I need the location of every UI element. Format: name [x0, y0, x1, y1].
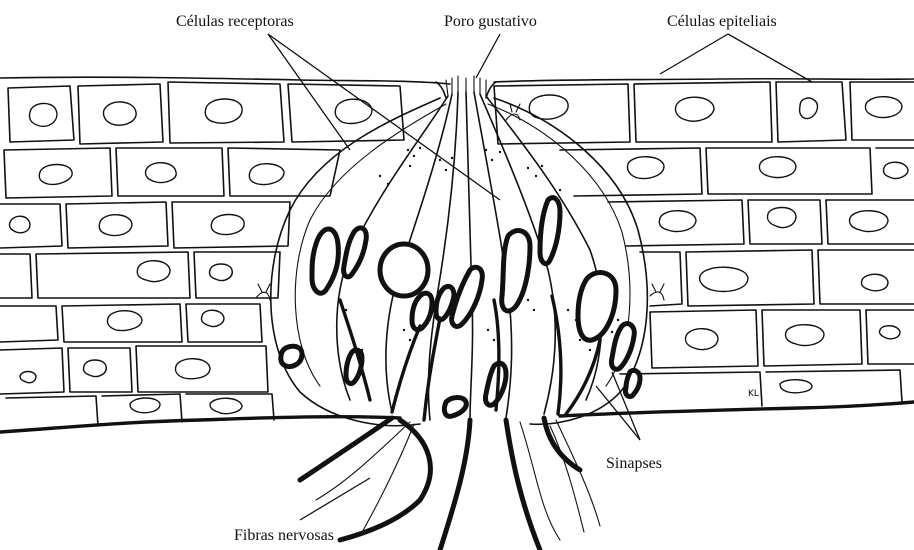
label-epithelial-cells: Células epiteliais: [667, 14, 777, 30]
label-taste-pore: Poro gustativo: [444, 14, 537, 30]
pointer-nerve: [300, 478, 370, 520]
label-synapses: Sinapses: [606, 456, 662, 472]
label-receptor-cells: Células receptoras: [176, 14, 294, 30]
label-nerve-fibers: Fibras nervosas: [234, 528, 334, 544]
pointer-receptor-2: [268, 34, 500, 200]
epithelium-top-surface: [0, 77, 914, 84]
epithelial-cells-left: [0, 82, 404, 426]
pointer-epithelial-2: [728, 34, 812, 82]
pointer-pore: [476, 34, 500, 78]
pointer-epithelial-1: [660, 34, 728, 74]
taste-bud: [271, 76, 648, 426]
artist-signature: KL: [748, 389, 759, 399]
